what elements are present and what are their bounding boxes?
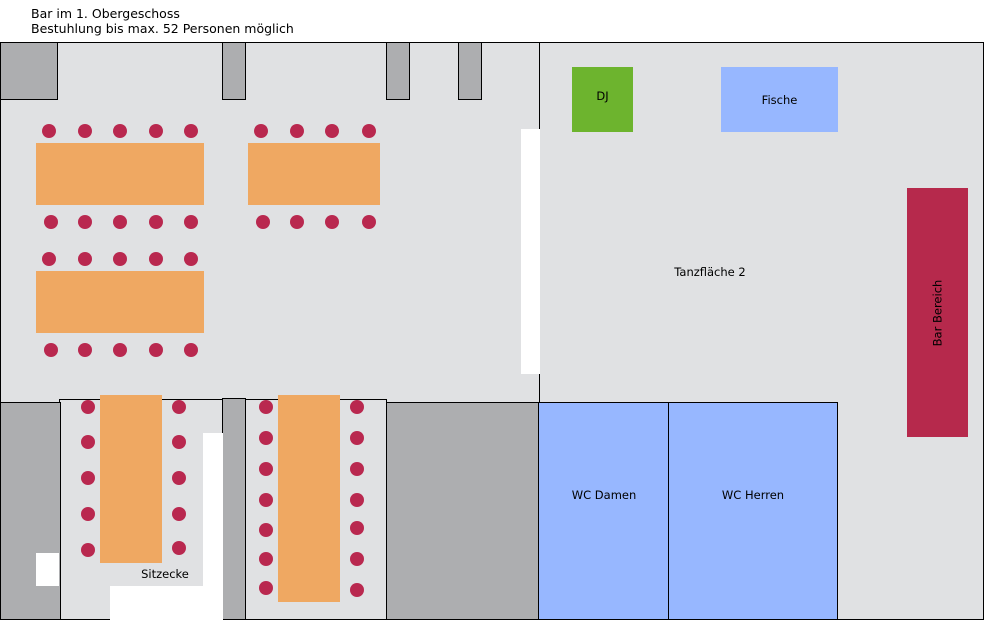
- table-3: [36, 271, 204, 333]
- plan-subtitle: Bestuhlung bis max. 52 Personen möglich: [31, 21, 294, 36]
- pillar-top-left: [0, 42, 58, 100]
- pillar-top-2: [386, 42, 410, 100]
- wc-damen-label: WC Damen: [571, 488, 637, 502]
- table-2: [248, 143, 380, 205]
- wc-herren-label: WC Herren: [721, 488, 785, 502]
- door-gap-bottom: [110, 586, 223, 620]
- chair: [256, 215, 270, 229]
- chair: [42, 252, 56, 266]
- chair: [172, 400, 186, 414]
- chair: [184, 343, 198, 357]
- fische-area: Fische: [721, 67, 838, 132]
- chair: [350, 493, 364, 507]
- chair: [350, 431, 364, 445]
- chair: [259, 493, 273, 507]
- pillar-top-1: [222, 42, 246, 100]
- chair: [259, 462, 273, 476]
- chair: [149, 124, 163, 138]
- table-1: [36, 143, 204, 205]
- chair: [149, 215, 163, 229]
- bar-area: Bar Bereich: [907, 188, 968, 437]
- chair: [113, 124, 127, 138]
- chair: [81, 435, 95, 449]
- chair: [113, 252, 127, 266]
- dj-booth: DJ: [572, 67, 633, 132]
- chair: [81, 507, 95, 521]
- chair: [259, 431, 273, 445]
- plan-title: Bar im 1. Obergeschoss: [31, 6, 180, 21]
- chair: [44, 215, 58, 229]
- pillar-top-3: [458, 42, 482, 100]
- chair: [184, 124, 198, 138]
- pillar-bottom-mid: [222, 398, 246, 620]
- chair: [44, 343, 58, 357]
- table-4: [100, 395, 162, 563]
- chair: [172, 541, 186, 555]
- bar-area-label: Bar Bereich: [930, 279, 945, 346]
- door-gap-right: [203, 433, 223, 620]
- chair: [350, 521, 364, 535]
- chair: [325, 215, 339, 229]
- chair: [362, 215, 376, 229]
- chair: [113, 215, 127, 229]
- dance-floor-label: Tanzfläche 2: [674, 265, 746, 279]
- chair: [259, 400, 273, 414]
- chair: [350, 552, 364, 566]
- chair: [362, 124, 376, 138]
- chair: [290, 215, 304, 229]
- chair: [172, 507, 186, 521]
- chair: [259, 523, 273, 537]
- chair: [254, 124, 268, 138]
- chair: [113, 343, 127, 357]
- chair: [81, 543, 95, 557]
- wall-bottom-left: [0, 402, 61, 620]
- dj-label: DJ: [596, 88, 609, 103]
- table-5: [278, 395, 340, 602]
- chair: [172, 435, 186, 449]
- chair: [290, 124, 304, 138]
- chair: [78, 343, 92, 357]
- chair: [149, 343, 163, 357]
- chair: [184, 252, 198, 266]
- chair: [172, 471, 186, 485]
- sitzecke-label: Sitzecke: [141, 567, 189, 581]
- chair: [259, 581, 273, 595]
- chair: [81, 400, 95, 414]
- chair: [78, 252, 92, 266]
- chair: [350, 462, 364, 476]
- chair: [184, 215, 198, 229]
- chair: [42, 124, 56, 138]
- chair: [78, 124, 92, 138]
- chair: [325, 124, 339, 138]
- chair: [78, 215, 92, 229]
- chair: [259, 552, 273, 566]
- door-gap-left: [36, 553, 59, 586]
- partition-white: [521, 129, 540, 374]
- chair: [350, 583, 364, 597]
- wall-bottom-block: [386, 402, 540, 620]
- chair: [149, 252, 163, 266]
- chair: [81, 471, 95, 485]
- wc-damen: WC Damen: [538, 402, 670, 620]
- fische-label: Fische: [761, 92, 798, 107]
- chair: [350, 400, 364, 414]
- wc-herren: WC Herren: [668, 402, 838, 620]
